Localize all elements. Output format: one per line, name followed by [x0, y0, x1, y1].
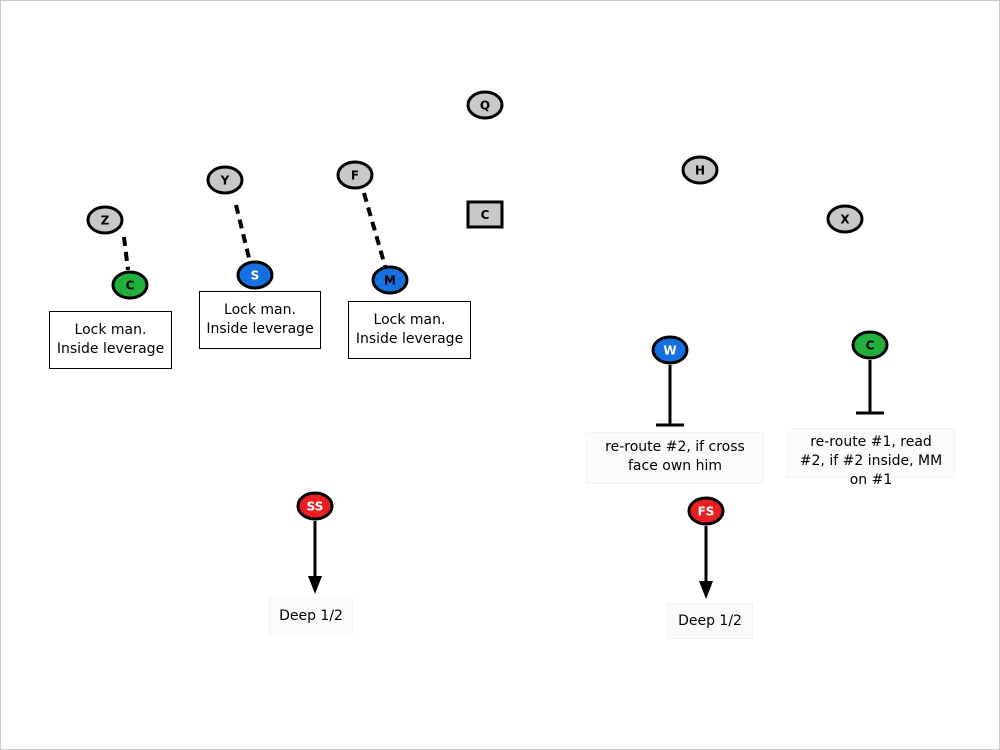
lock-line-z	[122, 236, 130, 271]
defense: C S M W C SS FS	[111, 260, 889, 526]
player-z: Z	[86, 205, 124, 235]
note-free-safety: Deep 1/2	[667, 603, 753, 639]
player-center: C	[466, 200, 504, 229]
defender-strong-safety: SS	[296, 491, 334, 521]
player-q-label: Q	[480, 99, 490, 113]
player-y: Y	[206, 165, 244, 195]
player-x: X	[826, 204, 864, 234]
deep-arrow-fs	[699, 581, 713, 599]
lock-line-f	[362, 192, 387, 267]
player-h: H	[681, 155, 719, 185]
defender-left-corner: C	[111, 270, 149, 300]
defender-will: W	[651, 335, 689, 365]
note-will: re-route #2, if cross face own him	[586, 432, 764, 484]
player-z-label: Z	[101, 214, 110, 228]
note-left-corner: Lock man. Inside leverage	[49, 311, 172, 369]
player-x-label: X	[840, 213, 850, 227]
defender-free-safety-label: FS	[698, 505, 715, 519]
defender-will-label: W	[663, 344, 676, 358]
defender-right-corner: C	[851, 330, 889, 360]
defender-sam: S	[236, 260, 274, 290]
lock-line-y	[234, 204, 252, 263]
player-center-label: C	[481, 208, 490, 222]
player-f-label: F	[351, 169, 359, 183]
offense: Q C H X Z Y F	[86, 90, 864, 235]
deep-arrow-ss	[308, 576, 322, 594]
player-y-label: Y	[220, 174, 230, 188]
defender-right-corner-label: C	[866, 339, 875, 353]
defender-mike-label: M	[384, 274, 396, 288]
note-mike: Lock man. Inside leverage	[348, 301, 471, 359]
defender-sam-label: S	[251, 269, 260, 283]
player-f: F	[336, 160, 374, 190]
player-q: Q	[466, 90, 504, 120]
defender-left-corner-label: C	[126, 279, 135, 293]
note-strong-safety: Deep 1/2	[269, 598, 353, 634]
defender-strong-safety-label: SS	[307, 500, 324, 514]
defender-mike: M	[371, 265, 409, 295]
note-sam: Lock man. Inside leverage	[199, 291, 321, 349]
player-h-label: H	[695, 164, 705, 178]
assignment-lines	[122, 192, 884, 599]
note-right-corner: re-route #1, read #2, if #2 inside, MM o…	[787, 428, 955, 488]
defender-free-safety: FS	[687, 496, 725, 526]
